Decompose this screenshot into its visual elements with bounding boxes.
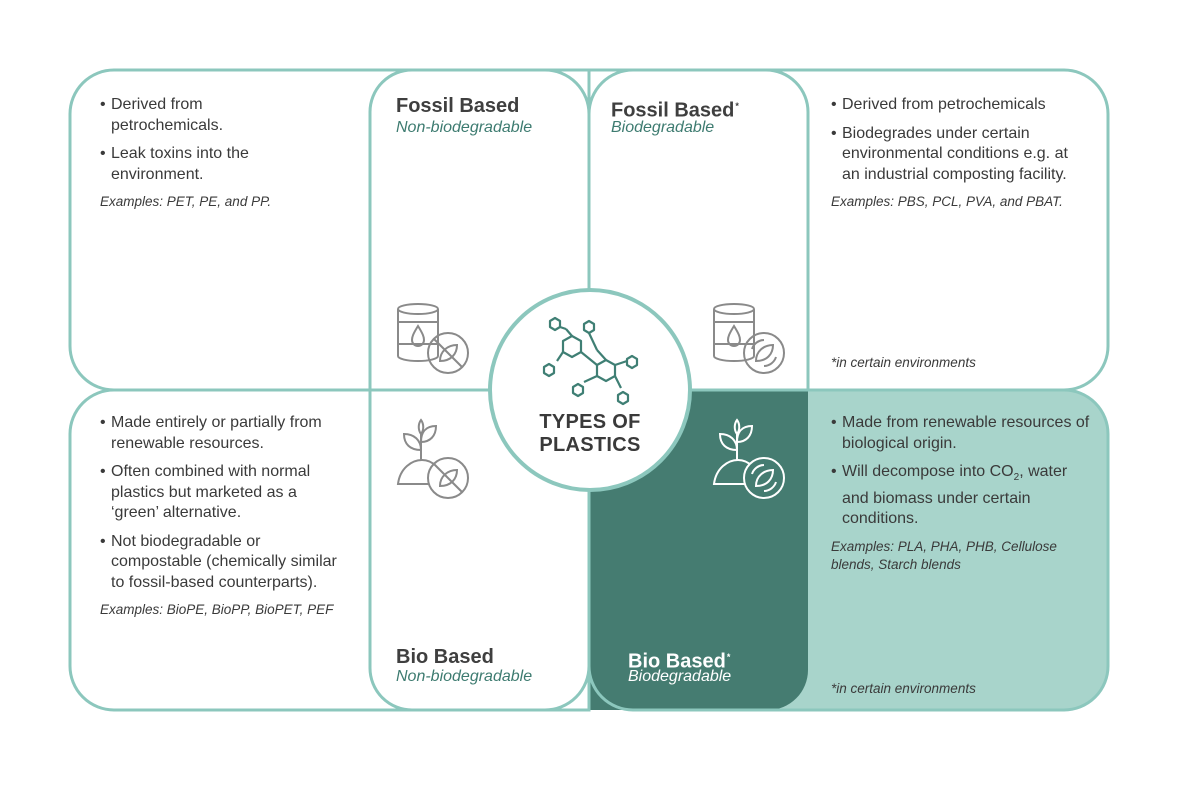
bio-bio-title: Bio Based*	[628, 650, 731, 673]
center-circle	[488, 288, 692, 492]
asterisk: *	[726, 652, 731, 662]
bio-nonbio-title: Bio Based	[396, 646, 494, 668]
inner-top-left-outline	[368, 68, 591, 390]
bullet: Leak toxins into the environment.	[100, 144, 300, 185]
no-biodegrade-icon	[427, 332, 469, 374]
bullet: Made from renewable resources of biologi…	[831, 413, 1093, 454]
fossil-bio-description: Derived from petrochemicals Biodegrades …	[831, 95, 1076, 211]
bullet: Not biodegradable or compostable (chemic…	[100, 532, 348, 594]
bullet: Will decompose into CO2, water and bioma…	[831, 462, 1093, 530]
bullet: Often combined with normal plastics but …	[100, 462, 348, 524]
fossil-bio-subtitle: Biodegradable	[611, 119, 715, 136]
examples: Examples: PLA, PHA, PHB, Cellulose blend…	[831, 538, 1057, 572]
footnote: *in certain environments	[831, 681, 976, 696]
bio-bio-description: Made from renewable resources of biologi…	[831, 413, 1093, 574]
fossil-bio-title: Fossil Based*	[611, 99, 739, 122]
biodegrade-icon	[743, 332, 785, 374]
bullet: Derived from petrochemicals	[831, 95, 1076, 116]
oil-barrel-icon	[397, 303, 439, 362]
examples: Examples: BioPE, BioPP, BioPET, PEF	[100, 602, 334, 617]
biodegrade-icon	[743, 457, 785, 499]
inner-top-right-outline	[587, 68, 810, 390]
molecule-icon	[542, 316, 639, 406]
bullet: Derived from petrochemicals.	[100, 95, 300, 136]
footnote: *in certain environments	[831, 355, 976, 370]
no-biodegrade-icon	[427, 457, 469, 499]
examples: Examples: PET, PE, and PP.	[100, 194, 272, 209]
examples: Examples: PBS, PCL, PVA, and PBAT.	[831, 194, 1063, 209]
bio-nonbio-description: Made entirely or partially from renewabl…	[100, 413, 348, 619]
bio-nonbio-subtitle: Non-biodegradable	[396, 668, 533, 685]
bio-bio-subtitle: Biodegradable	[628, 668, 732, 685]
fossil-nonbio-description: Derived from petrochemicals. Leak toxins…	[100, 95, 300, 211]
asterisk: *	[735, 101, 739, 111]
inner-bottom-left-outline	[368, 390, 591, 712]
fossil-nonbio-title: Fossil Based	[396, 95, 520, 117]
bullet: Made entirely or partially from renewabl…	[100, 413, 348, 454]
oil-barrel-icon	[713, 303, 755, 362]
fossil-nonbio-subtitle: Non-biodegradable	[396, 119, 533, 136]
subscript: 2	[1013, 472, 1020, 484]
center-title: TYPES OF PLASTICS	[539, 411, 641, 456]
bullet: Biodegrades under certain environmental …	[831, 124, 1076, 186]
